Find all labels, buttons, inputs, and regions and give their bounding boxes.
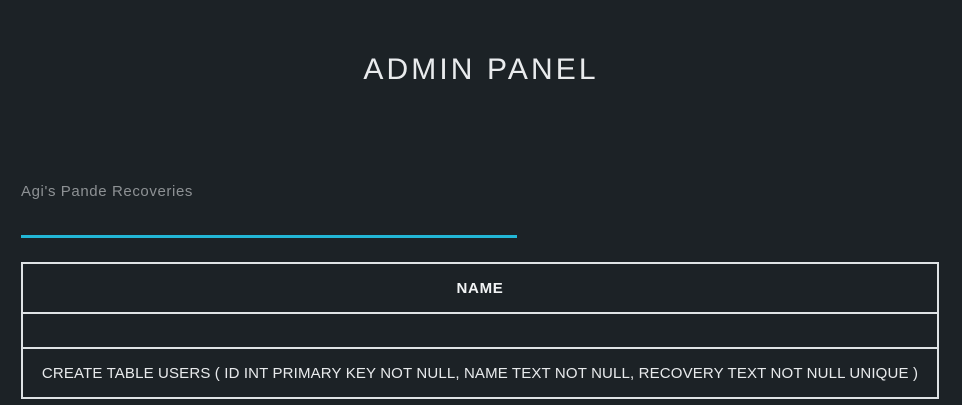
column-header-name: NAME [21, 262, 939, 314]
recovery-name-input[interactable] [21, 202, 517, 230]
input-underline [21, 235, 517, 238]
recoveries-table: NAME CREATE TABLE USERS ( ID INT PRIMARY… [21, 262, 939, 399]
table-cell-name [21, 312, 939, 349]
table-header-row: NAME [21, 262, 939, 314]
table-row[interactable]: CREATE TABLE USERS ( ID INT PRIMARY KEY … [21, 347, 939, 399]
table-body: CREATE TABLE USERS ( ID INT PRIMARY KEY … [21, 312, 939, 399]
recovery-name-label: Agi's Pande Recoveries [21, 183, 193, 200]
table-row[interactable] [21, 312, 939, 349]
table-head: NAME [21, 262, 939, 314]
page-title: ADMIN PANEL [363, 53, 599, 87]
table-cell-name: CREATE TABLE USERS ( ID INT PRIMARY KEY … [21, 347, 939, 399]
recovery-name-field-group: Agi's Pande Recoveries [21, 176, 517, 238]
